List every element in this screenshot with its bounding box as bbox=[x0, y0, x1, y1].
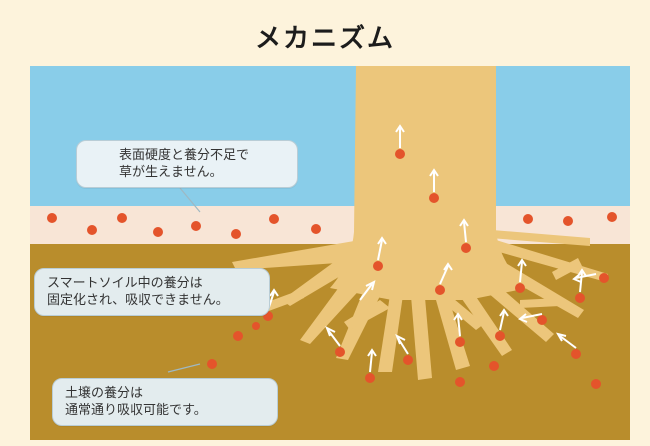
page-title: メカニズム bbox=[254, 24, 395, 54]
callout-surface: 表面硬度と養分不足で 草が生えません。 bbox=[76, 140, 298, 188]
root-system bbox=[232, 230, 608, 380]
callout-soil: 土壌の養分は 通常通り吸収可能です。 bbox=[52, 378, 278, 426]
callout-smart-soil-line1: スマートソイル中の養分は bbox=[47, 276, 203, 291]
callout-surface-line2: 草が生えません。 bbox=[119, 165, 223, 180]
soil-nutrients bbox=[207, 149, 609, 389]
absorption-arrows bbox=[267, 124, 597, 373]
callout-surface-line1: 表面硬度と養分不足で bbox=[119, 148, 250, 163]
callout-soil-line1: 土壌の養分は bbox=[65, 386, 144, 401]
smart-soil-nutrients bbox=[47, 212, 617, 239]
callout-soil-line2: 通常通り吸収可能です。 bbox=[65, 403, 207, 418]
callout-smart-soil: スマートソイル中の養分は 固定化され、吸収できません。 bbox=[34, 268, 270, 316]
callout-smart-soil-line2: 固定化され、吸収できません。 bbox=[47, 293, 229, 308]
